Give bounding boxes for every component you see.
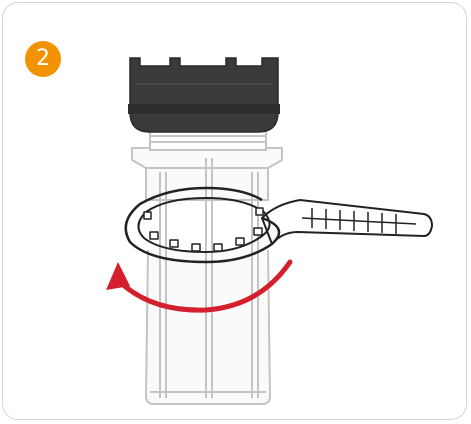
- filter-bowl-icon: [131, 147, 283, 405]
- housing-cap-icon: [128, 57, 280, 133]
- rotation-arrow-icon: [106, 259, 293, 313]
- filter-wrench-icon: [124, 186, 433, 264]
- thread-ring: [149, 129, 267, 151]
- step-badge: 2: [25, 41, 61, 77]
